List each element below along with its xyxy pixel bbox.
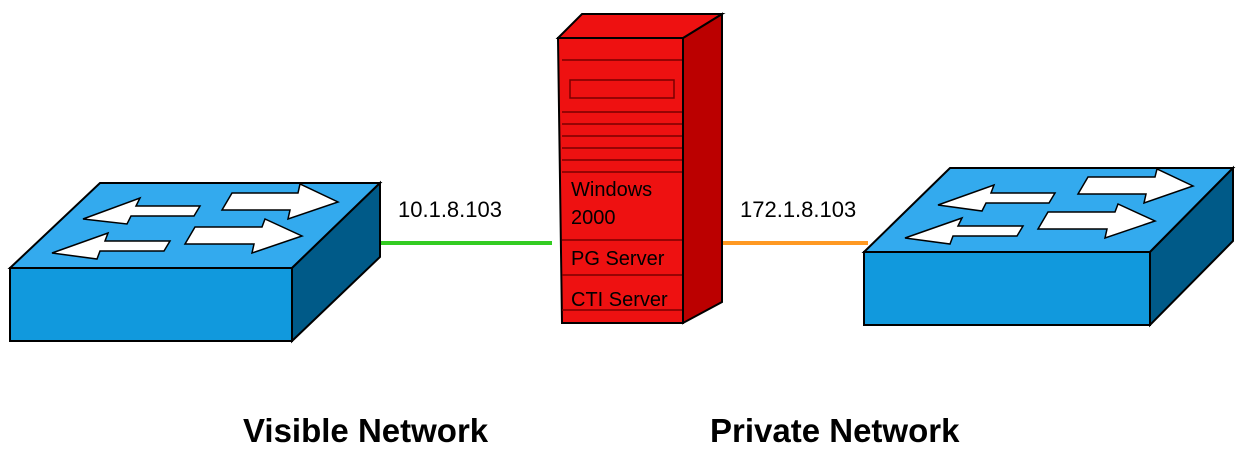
visible-network-label: Visible Network (243, 412, 489, 449)
private-ip-address: 172.1.8.103 (740, 197, 857, 222)
server-os-line-2: 2000 (571, 207, 616, 229)
server-role-pg: PG Server (571, 248, 665, 270)
server-role-cti: CTI Server (571, 289, 668, 311)
visible-ip-address: 10.1.8.103 (398, 197, 502, 222)
private-network-switch-icon (861, 165, 1236, 328)
server-os-line-1: Windows (571, 179, 653, 201)
private-network-label: Private Network (710, 412, 960, 449)
visible-network-switch-icon (7, 180, 383, 344)
server-tower-icon (555, 12, 726, 325)
